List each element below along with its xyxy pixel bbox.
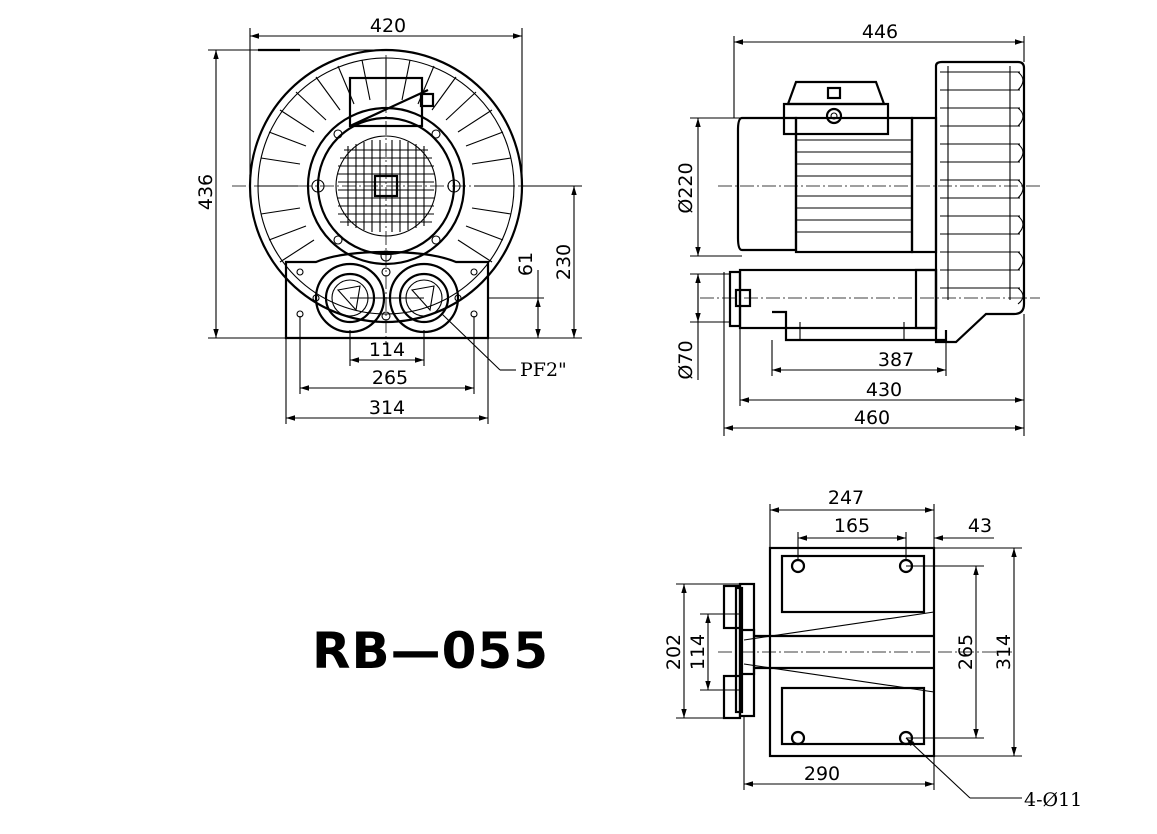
cooling-fins [258, 58, 514, 263]
port-thread-label: PF2" [520, 359, 567, 381]
dim-outlet-height: 61 [515, 252, 537, 276]
dim-overall-width: 420 [370, 15, 406, 37]
base-view: 247 165 43 202 114 265 314 290 [663, 487, 1082, 811]
dim-hole-spacing: 165 [834, 515, 870, 537]
dim-base-width: 314 [369, 397, 405, 419]
dim-center-height: 230 [553, 244, 575, 280]
front-view: 420 436 230 61 114 265 314 PF2 [195, 15, 582, 424]
dim-port-diameter: Ø70 [675, 340, 697, 379]
hole-callout: 4-Ø11 [1024, 789, 1082, 811]
dim-base-width-base: 314 [993, 634, 1015, 670]
motor-fins [796, 139, 912, 233]
model-title: RB—055 [312, 622, 549, 680]
dim-overall-length-top: 446 [862, 21, 898, 43]
dim-port-spacing-base: 114 [687, 634, 709, 670]
dim-edge-offset: 43 [968, 515, 992, 537]
dim-motor-diameter: Ø220 [675, 162, 697, 213]
fan-grille [338, 140, 434, 232]
dim-base-length-base: 290 [804, 763, 840, 785]
dim-mount-spacing: 265 [372, 367, 408, 389]
housing-fins [940, 66, 1024, 305]
dim-base-mount-length: 430 [866, 379, 902, 401]
dim-base-length: 387 [878, 349, 914, 371]
side-view: 446 Ø220 Ø70 387 430 460 [675, 21, 1040, 436]
dim-overall-height: 436 [195, 174, 217, 210]
dim-port-spacing: 114 [369, 339, 405, 361]
dim-overall-length: 460 [854, 407, 890, 429]
dim-mount-spacing-base: 265 [955, 634, 977, 670]
dim-flange-height: 202 [663, 634, 685, 670]
dim-hole-span-outer: 247 [828, 487, 864, 509]
